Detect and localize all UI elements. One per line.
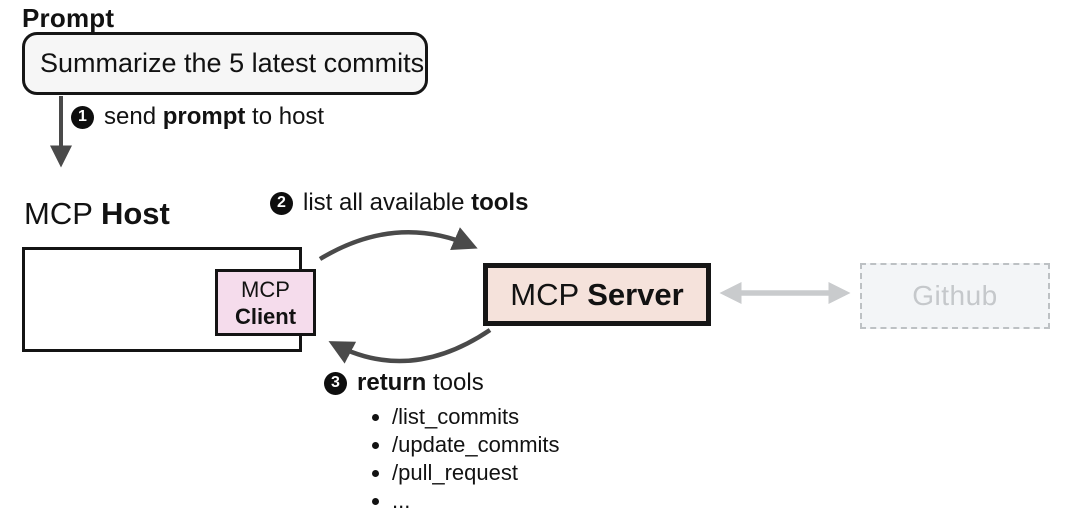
step-1-label: 1 send prompt to host bbox=[71, 102, 324, 132]
tools-list: /list_commits /update_commits /pull_requ… bbox=[370, 403, 560, 515]
step-3-text: return tools bbox=[357, 369, 484, 396]
prompt-message: Summarize the 5 latest commits bbox=[40, 48, 425, 78]
list-tools-arc-arrow bbox=[318, 227, 478, 261]
github-box: Github bbox=[860, 263, 1050, 329]
host-label: MCP Host bbox=[24, 196, 170, 231]
step-2-label: 2 list all available tools bbox=[270, 188, 528, 218]
client-label-line1: MCP bbox=[241, 276, 290, 302]
client-label-line2: Client bbox=[234, 303, 297, 329]
server-box: MCP Server bbox=[483, 263, 711, 326]
step-3-label: 3 return tools bbox=[324, 368, 484, 398]
step-2-text: list all available tools bbox=[303, 189, 529, 216]
tool-item: /pull_request bbox=[392, 459, 560, 487]
tool-item: /update_commits bbox=[392, 431, 560, 459]
step-2-badge: 2 bbox=[270, 191, 293, 215]
prompt-bubble: Summarize the 5 latest commits bbox=[22, 32, 428, 95]
step-1-badge: 1 bbox=[71, 105, 94, 129]
step-3-badge: 3 bbox=[324, 371, 347, 395]
step-1-text: send prompt to host bbox=[104, 103, 325, 130]
tool-item: ... bbox=[392, 487, 560, 515]
prompt-title: Prompt bbox=[22, 3, 115, 33]
return-tools-arc-arrow bbox=[328, 328, 492, 364]
github-label: Github bbox=[912, 280, 998, 311]
tool-item: /list_commits bbox=[392, 403, 560, 431]
server-label: MCP Server bbox=[510, 276, 684, 312]
client-box: MCP Client bbox=[215, 269, 316, 336]
